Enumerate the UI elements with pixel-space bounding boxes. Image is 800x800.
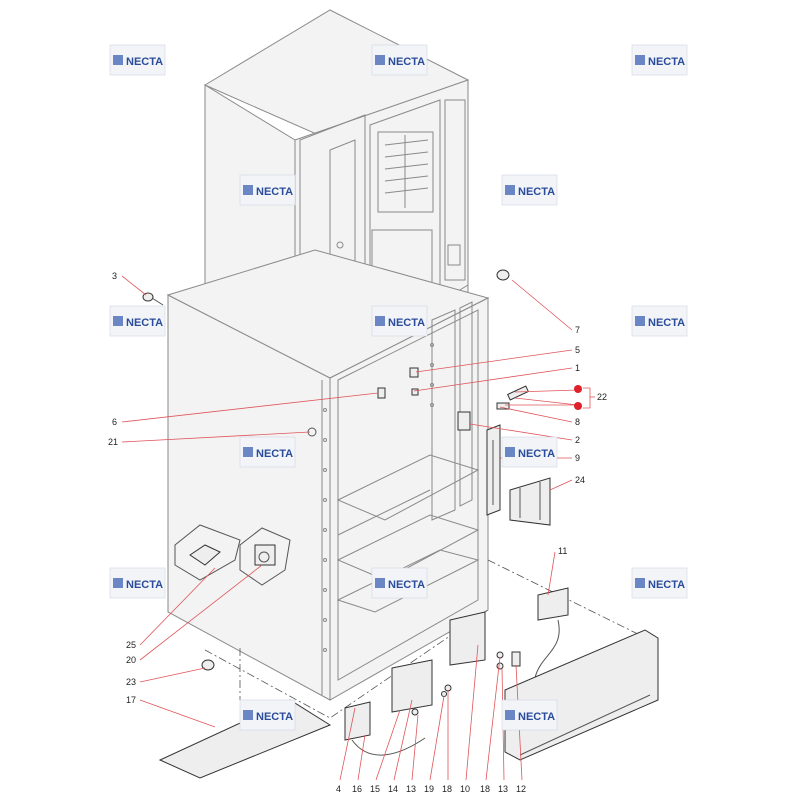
label-part-2: 2 bbox=[575, 435, 580, 445]
label-part-20: 20 bbox=[126, 655, 136, 665]
part-10-plate bbox=[449, 611, 486, 666]
svg-text:NECTA: NECTA bbox=[256, 186, 293, 198]
label-part-18-right: 18 bbox=[480, 784, 490, 794]
part-7-cap bbox=[496, 269, 510, 281]
part-20-lock-detail bbox=[239, 527, 291, 586]
part-18-screws bbox=[444, 651, 504, 692]
label-part-12: 12 bbox=[516, 784, 526, 794]
label-part-14: 14 bbox=[388, 784, 398, 794]
label-part-13-right: 13 bbox=[498, 784, 508, 794]
label-part-3: 3 bbox=[112, 271, 117, 281]
label-part-21: 21 bbox=[108, 437, 118, 447]
part-14-bracket bbox=[391, 659, 433, 713]
label-part-23: 23 bbox=[126, 677, 136, 687]
label-part-22: 22 bbox=[597, 392, 607, 402]
necta-watermark: NECTA bbox=[239, 174, 296, 206]
label-part-9: 9 bbox=[575, 453, 580, 463]
part-9-rail bbox=[486, 424, 501, 516]
necta-watermark: NECTA bbox=[631, 567, 688, 599]
necta-watermark: NECTA bbox=[109, 567, 166, 599]
part-12-connector bbox=[511, 651, 521, 667]
svg-text:NECTA: NECTA bbox=[256, 711, 293, 723]
necta-watermark: NECTA bbox=[631, 305, 688, 337]
label-part-17: 17 bbox=[126, 695, 136, 705]
necta-watermark: NECTA bbox=[501, 436, 558, 468]
label-part-4: 4 bbox=[336, 784, 341, 794]
svg-text:NECTA: NECTA bbox=[126, 579, 163, 591]
svg-text:NECTA: NECTA bbox=[256, 448, 293, 460]
necta-watermark: NECTA bbox=[371, 305, 428, 337]
watermarks: NECTA NECTA NECTA NECTA NECTA NECTA bbox=[109, 44, 688, 731]
label-part-25: 25 bbox=[126, 640, 136, 650]
label-part-16: 16 bbox=[352, 784, 362, 794]
label-part-11: 11 bbox=[558, 546, 567, 556]
part-2-bracket bbox=[457, 411, 471, 431]
part-19-nut bbox=[441, 691, 447, 697]
marker-dot bbox=[574, 385, 582, 393]
part-6-screw bbox=[377, 387, 386, 399]
necta-watermark: NECTA bbox=[239, 436, 296, 468]
svg-text:NECTA: NECTA bbox=[126, 56, 163, 68]
label-part-18-left: 18 bbox=[442, 784, 452, 794]
cabinet-base bbox=[166, 249, 490, 701]
svg-text:NECTA: NECTA bbox=[648, 317, 685, 329]
label-part-15: 15 bbox=[370, 784, 380, 794]
svg-text:NECTA: NECTA bbox=[388, 579, 425, 591]
svg-text:NECTA: NECTA bbox=[648, 579, 685, 591]
part-numbers: 3 7 5 1 22 8 6 2 21 9 24 11 25 20 23 17 … bbox=[108, 271, 607, 794]
part-drawer-right bbox=[504, 629, 659, 761]
necta-watermark: NECTA bbox=[109, 44, 166, 76]
cabinet-side-holes bbox=[323, 343, 434, 652]
necta-watermark: NECTA bbox=[239, 699, 296, 731]
part-24-bracket bbox=[509, 477, 551, 526]
part-5-clip bbox=[409, 367, 419, 396]
necta-watermark: NECTA bbox=[631, 44, 688, 76]
label-part-6: 6 bbox=[112, 417, 117, 427]
svg-text:NECTA: NECTA bbox=[388, 56, 425, 68]
label-part-19: 19 bbox=[424, 784, 434, 794]
svg-text:NECTA: NECTA bbox=[388, 317, 425, 329]
label-part-1: 1 bbox=[575, 363, 580, 373]
label-part-13-left: 13 bbox=[406, 784, 416, 794]
necta-watermark: NECTA bbox=[501, 174, 558, 206]
necta-watermark: NECTA bbox=[501, 699, 558, 731]
label-part-8: 8 bbox=[575, 417, 580, 427]
label-part-10: 10 bbox=[460, 784, 470, 794]
necta-watermark: NECTA bbox=[109, 305, 166, 337]
svg-text:NECTA: NECTA bbox=[648, 56, 685, 68]
label-part-7: 7 bbox=[575, 325, 580, 335]
part-11-board bbox=[534, 587, 569, 679]
necta-watermark: NECTA bbox=[371, 567, 428, 599]
svg-text:NECTA: NECTA bbox=[518, 711, 555, 723]
part-16-cover bbox=[344, 701, 426, 756]
svg-text:NECTA: NECTA bbox=[126, 317, 163, 329]
part-23-foot bbox=[201, 659, 215, 671]
necta-watermark: NECTA bbox=[371, 44, 428, 76]
part-22-lock-assembly bbox=[496, 385, 529, 410]
svg-text:NECTA: NECTA bbox=[518, 186, 555, 198]
label-part-5: 5 bbox=[575, 345, 580, 355]
part-25-corner-bracket bbox=[174, 524, 241, 581]
label-part-24: 24 bbox=[575, 475, 585, 485]
marker-dot bbox=[574, 402, 582, 410]
svg-text:NECTA: NECTA bbox=[518, 448, 555, 460]
